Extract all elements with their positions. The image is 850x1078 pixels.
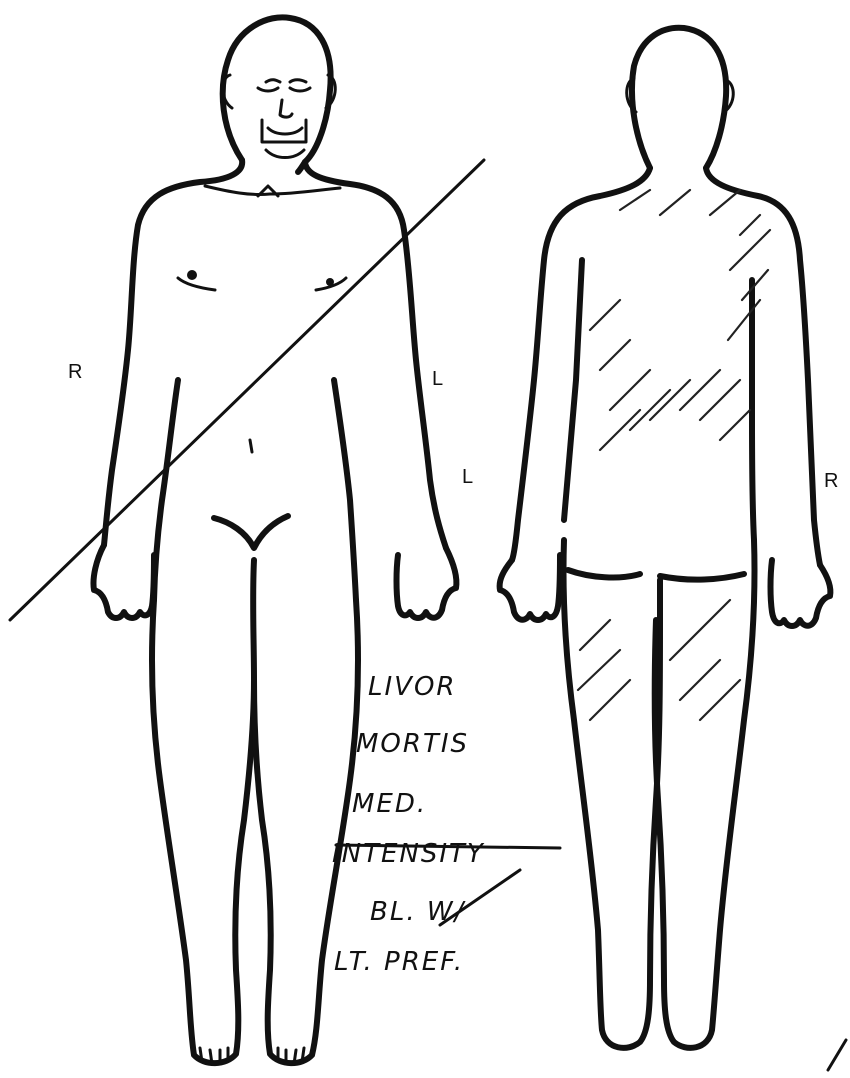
note-line-5: BL. W/ xyxy=(370,897,467,927)
note-line-3: MED. xyxy=(352,789,427,819)
front-mouth xyxy=(268,128,302,134)
front-right-label: R xyxy=(68,361,82,383)
note-line-6: LT. PREF. xyxy=(334,947,464,977)
front-legs xyxy=(152,560,254,1063)
handwritten-note: LIVOR MORTIS MED. INTENSITY BL. W/ LT. P… xyxy=(332,672,560,977)
note-line-2: MORTIS xyxy=(356,729,469,759)
front-groin xyxy=(214,516,288,548)
back-left-label: L xyxy=(462,466,473,488)
front-navel xyxy=(250,440,252,452)
back-right-label: R xyxy=(824,470,838,492)
diagonal-mark-line xyxy=(10,160,484,620)
back-left-hand xyxy=(500,555,560,620)
back-head xyxy=(632,28,726,168)
front-left-label: L xyxy=(432,368,443,390)
front-nose xyxy=(280,100,292,117)
back-livor-hatching xyxy=(578,190,770,720)
front-head xyxy=(223,17,331,172)
back-right-hand xyxy=(771,560,831,626)
front-left-hand xyxy=(397,548,457,618)
back-body-figure xyxy=(500,28,831,1048)
back-legs xyxy=(563,540,660,1048)
back-buttocks xyxy=(568,570,744,580)
note-line-1: LIVOR xyxy=(368,672,456,702)
front-chest-right xyxy=(178,278,215,290)
front-eyes xyxy=(258,88,310,91)
note-line-4: INTENSITY xyxy=(332,839,485,869)
front-right-hand xyxy=(93,545,154,618)
